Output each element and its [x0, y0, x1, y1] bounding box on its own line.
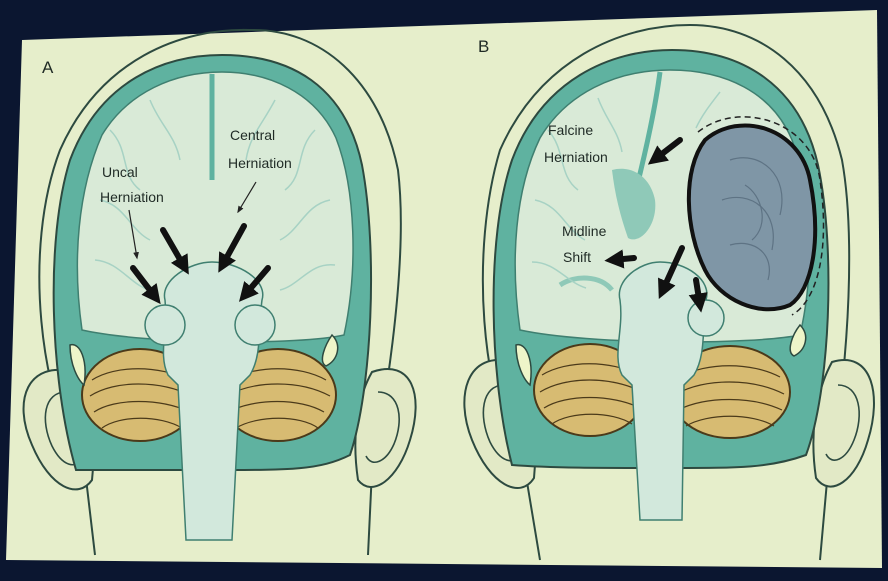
falcine-label-line2: Herniation	[544, 149, 608, 165]
uncus-right	[688, 300, 724, 336]
central-label-line1: Central	[230, 127, 275, 143]
falcine-label-line1: Falcine	[548, 122, 593, 138]
midline-label-line1: Midline	[562, 223, 607, 239]
uncal-label-line1: Uncal	[102, 164, 138, 180]
panel-a-letter: A	[42, 58, 54, 77]
uncus-right	[235, 305, 275, 345]
arrow-icon	[696, 280, 700, 305]
arrow-icon	[612, 258, 634, 260]
central-label-line2: Herniation	[228, 155, 292, 171]
midline-label-line2: Shift	[563, 249, 591, 265]
uncus-left	[145, 305, 185, 345]
panel-b-letter: B	[478, 37, 489, 56]
uncal-label-line2: Herniation	[100, 189, 164, 205]
